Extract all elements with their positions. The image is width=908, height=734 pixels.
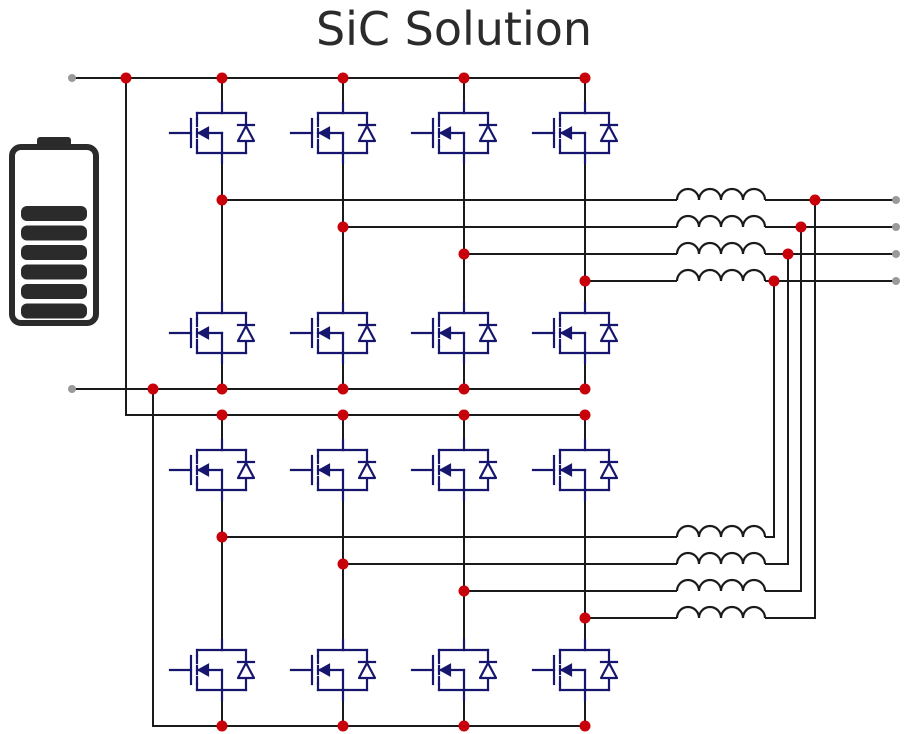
mosfet-icon: [531, 438, 619, 502]
junction-dot: [120, 72, 132, 84]
mosfet-icon: [168, 438, 256, 502]
mosfet-icon: [531, 101, 619, 165]
junction-dot: [579, 275, 591, 287]
mosfet-icon: [410, 301, 498, 365]
mosfet-icon: [289, 301, 377, 365]
terminal-dot: [892, 277, 900, 285]
mosfet-icon: [289, 101, 377, 165]
inductor-icon: [675, 524, 767, 539]
junction-dot: [337, 720, 349, 732]
junction-dot: [458, 720, 470, 732]
parallel-wire: [765, 200, 816, 619]
battery-charge-bar: [21, 225, 87, 241]
inductor-icon: [675, 268, 767, 283]
mosfet-icon: [531, 301, 619, 365]
junction-dot: [458, 409, 470, 421]
mosfet-icon: [168, 301, 256, 365]
mosfet-icon: [289, 638, 377, 702]
junction-dot: [216, 72, 228, 84]
terminal-dot: [892, 250, 900, 258]
junction-dot: [768, 275, 780, 287]
junction-dot: [579, 612, 591, 624]
mosfet-icon: [410, 638, 498, 702]
mosfet-icon: [531, 638, 619, 702]
mosfet-icon: [410, 438, 498, 502]
mosfet-icon: [168, 101, 256, 165]
positive-link: [125, 78, 585, 416]
junction-dot: [216, 383, 228, 395]
junction-dot: [337, 72, 349, 84]
junction-dot: [458, 248, 470, 260]
junction-dot: [337, 409, 349, 421]
terminal-dot: [892, 223, 900, 231]
junction-dot: [579, 72, 591, 84]
junction-dot: [337, 558, 349, 570]
inductor-icon: [675, 551, 767, 566]
junction-dot: [216, 531, 228, 543]
mosfet-switches: [168, 101, 619, 702]
junction-dot: [579, 720, 591, 732]
battery-icon: [9, 137, 99, 326]
circuit-wires: [72, 77, 896, 727]
inductor-icon: [675, 187, 767, 202]
junction-dot: [216, 720, 228, 732]
inductor-icon: [675, 241, 767, 256]
junction-dot: [216, 194, 228, 206]
junction-dot: [337, 221, 349, 233]
junction-dot: [147, 383, 159, 395]
parallel-wire: [765, 254, 789, 565]
output-inductors: [675, 187, 767, 620]
battery-charge-bar: [21, 245, 87, 260]
mosfet-icon: [168, 638, 256, 702]
junction-dots: [68, 72, 900, 732]
junction-dot: [216, 409, 228, 421]
junction-dot: [458, 585, 470, 597]
junction-dot: [579, 409, 591, 421]
mosfet-icon: [410, 101, 498, 165]
terminal-dot: [68, 385, 76, 393]
inductor-icon: [675, 605, 767, 620]
junction-dot: [337, 383, 349, 395]
parallel-wire: [765, 227, 802, 592]
junction-dot: [795, 221, 807, 233]
parallel-wire: [765, 281, 775, 538]
terminal-dot: [892, 196, 900, 204]
negative-link: [152, 389, 585, 727]
inductor-icon: [675, 578, 767, 593]
inductor-icon: [675, 214, 767, 229]
battery-charge-bar: [21, 303, 87, 319]
terminal-dot: [68, 74, 76, 82]
junction-dot: [809, 194, 821, 206]
junction-dot: [458, 383, 470, 395]
battery-charge-bar: [21, 206, 87, 221]
battery-charge-bar: [21, 264, 87, 280]
junction-dot: [579, 383, 591, 395]
page-title: SiC Solution: [315, 2, 593, 56]
battery-body: [9, 144, 99, 326]
battery-charge-bar: [21, 284, 87, 299]
junction-dot: [782, 248, 794, 260]
mosfet-icon: [289, 438, 377, 502]
junction-dot: [458, 72, 470, 84]
